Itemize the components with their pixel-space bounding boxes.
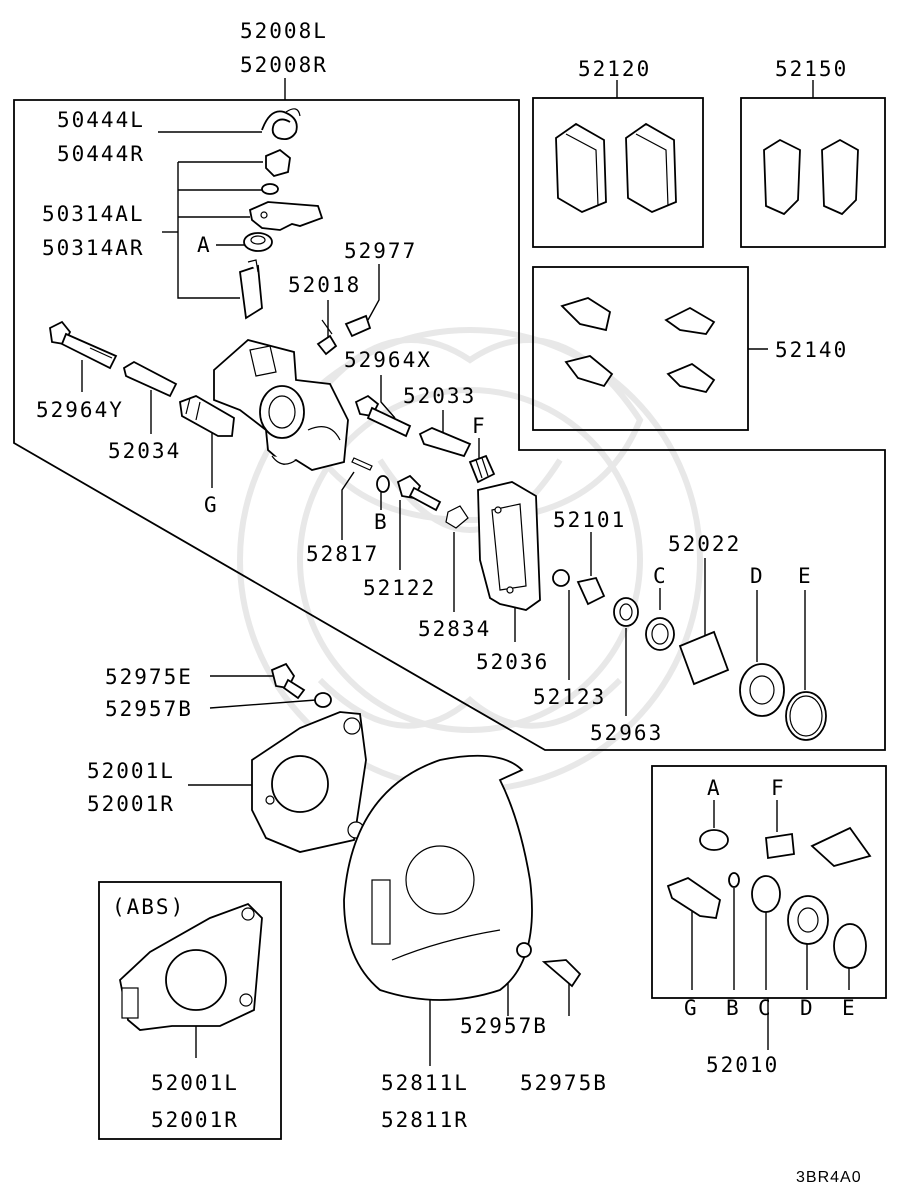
- shim-kit-box: [740, 97, 886, 248]
- label-52120: 52120: [578, 57, 651, 81]
- labels: 52008L 52008R 50444L 50444R 50314AL 5031…: [36, 19, 862, 1186]
- label-52811r: 52811R: [381, 1108, 469, 1132]
- label-50444r: 50444R: [57, 142, 145, 166]
- label-52010: 52010: [706, 1053, 779, 1077]
- label-52834: 52834: [418, 617, 491, 641]
- backing-plate: [343, 754, 582, 1001]
- seal-kit-box: [651, 765, 887, 999]
- label-abs: (ABS): [112, 895, 185, 919]
- label-52036: 52036: [476, 650, 549, 674]
- label-52101: 52101: [553, 508, 626, 532]
- mounting-bolt-top: [270, 662, 332, 708]
- label-kit-a: A: [707, 776, 722, 800]
- label-50444l: 50444L: [57, 108, 145, 132]
- bolt-pin-parts: [354, 394, 496, 484]
- small-hardware: [351, 457, 469, 529]
- label-52964x: 52964X: [344, 348, 432, 372]
- label-e-top: E: [798, 564, 813, 588]
- label-52001l-abs: 52001L: [151, 1071, 239, 1095]
- label-52817: 52817: [306, 542, 379, 566]
- label-52034: 52034: [108, 439, 181, 463]
- reference-code: 3BR4A0: [796, 1169, 862, 1186]
- label-kit-f: F: [771, 776, 786, 800]
- label-52140: 52140: [775, 338, 848, 362]
- brake-pads: [555, 122, 677, 214]
- adapter-bracket: [251, 711, 367, 853]
- label-f-top: F: [472, 414, 487, 438]
- label-52022: 52022: [668, 532, 741, 556]
- bleeder-part: [239, 148, 324, 320]
- label-52001r: 52001R: [87, 792, 175, 816]
- label-52957b-bottom: 52957B: [460, 1014, 548, 1038]
- label-b-top: B: [374, 510, 389, 534]
- label-52018: 52018: [288, 273, 361, 297]
- label-a-top: A: [197, 233, 212, 257]
- label-kit-d: D: [800, 996, 815, 1020]
- label-50314ar: 50314AR: [42, 236, 145, 260]
- label-kit-g: G: [684, 996, 699, 1020]
- abs-backing-plate-box: [98, 881, 282, 1140]
- pad-set-box: [532, 97, 704, 248]
- caliper-assembly-frame: [13, 99, 886, 751]
- label-52963: 52963: [590, 721, 663, 745]
- label-52001l: 52001L: [87, 759, 175, 783]
- caliper-body: [213, 339, 349, 471]
- spring-part: [261, 108, 301, 141]
- label-d-top: D: [750, 564, 765, 588]
- leader-lines: [81, 78, 850, 1066]
- label-52008l: 52008L: [240, 19, 328, 43]
- label-52122: 52122: [363, 576, 436, 600]
- label-g-top: G: [204, 493, 219, 517]
- label-c-top: C: [653, 564, 668, 588]
- label-52001r-abs: 52001R: [151, 1108, 239, 1132]
- label-kit-c: C: [758, 996, 773, 1020]
- label-52811l: 52811L: [381, 1071, 469, 1095]
- label-52008r: 52008R: [240, 53, 328, 77]
- label-kit-e: E: [842, 996, 857, 1020]
- seal-kit-parts: [666, 826, 872, 969]
- label-52977: 52977: [344, 239, 417, 263]
- pad-clips: [560, 297, 716, 394]
- label-kit-b: B: [726, 996, 741, 1020]
- label-52123: 52123: [533, 685, 606, 709]
- label-50314al: 50314AL: [42, 202, 145, 226]
- caliper-bracket: [477, 481, 541, 611]
- label-52964y: 52964Y: [36, 398, 124, 422]
- label-52150: 52150: [775, 57, 848, 81]
- fitting-parts: [316, 314, 372, 356]
- piston-parts: [552, 569, 827, 741]
- label-52033: 52033: [403, 384, 476, 408]
- label-52975e: 52975E: [105, 665, 193, 689]
- pad-shims: [763, 138, 859, 216]
- abs-adapter-bracket: [119, 902, 263, 1031]
- label-52957b-top: 52957B: [105, 697, 193, 721]
- guide-pin-parts: [49, 320, 235, 437]
- label-52975b: 52975B: [520, 1071, 608, 1095]
